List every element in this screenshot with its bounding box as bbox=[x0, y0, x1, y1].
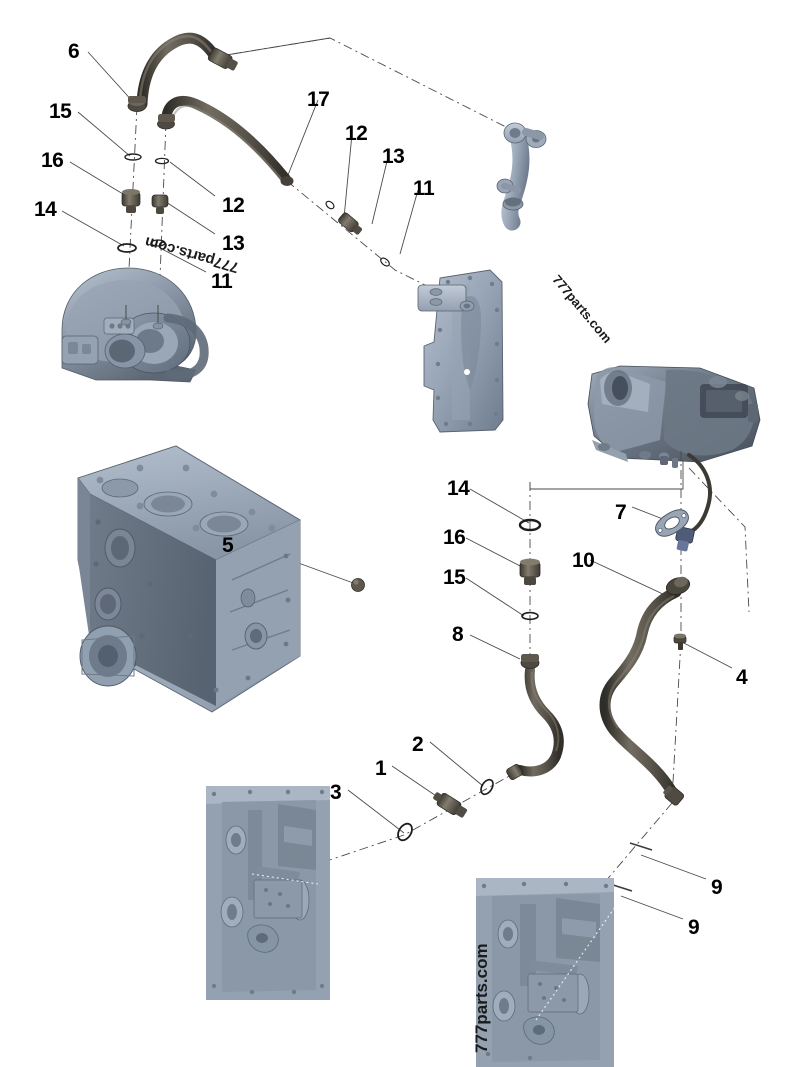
seal-and-fitting-stack-lower-left bbox=[397, 778, 494, 842]
callout-number-6: 6 bbox=[68, 40, 80, 63]
callout-number-9b: 9 bbox=[688, 916, 700, 939]
turbocharger-right-assembly bbox=[587, 365, 761, 552]
callout-number-15a: 15 bbox=[49, 100, 72, 123]
turbo-drain-gasket-7 bbox=[655, 509, 689, 537]
callout-number-14b: 14 bbox=[447, 477, 470, 500]
seal-and-fitting-stack-left bbox=[117, 153, 170, 253]
bolt-part-4 bbox=[673, 633, 687, 650]
callout-number-12b: 12 bbox=[222, 194, 245, 217]
callout-number-11b: 11 bbox=[211, 270, 233, 293]
bracket-lines bbox=[213, 37, 684, 490]
block-detail-lower-left bbox=[206, 786, 330, 1000]
callout-number-12a: 12 bbox=[345, 122, 368, 145]
turbocharger-left-assembly bbox=[61, 267, 209, 383]
callout-number-2: 2 bbox=[412, 733, 424, 756]
callout-number-13b: 13 bbox=[222, 232, 245, 255]
oil-return-hose-17 bbox=[157, 95, 294, 186]
oil-cooler-bracket-assembly bbox=[417, 269, 504, 433]
callout-number-15b: 15 bbox=[443, 566, 466, 589]
cylinder-block-assembly bbox=[77, 445, 301, 713]
plug-ball-part-5 bbox=[351, 578, 365, 592]
callout-number-11a: 11 bbox=[413, 177, 435, 200]
callout-number-16b: 16 bbox=[443, 526, 466, 549]
seal-and-fitting-stack-upper-right bbox=[325, 200, 390, 267]
callout-number-1: 1 bbox=[375, 757, 387, 780]
watermark-text: 777parts.com bbox=[472, 943, 491, 1053]
oil-supply-hose-6 bbox=[127, 32, 238, 112]
hose-clamp-part-9 bbox=[609, 842, 653, 892]
callout-number-7: 7 bbox=[615, 501, 627, 524]
seal-and-fitting-stack-center bbox=[518, 518, 542, 621]
callout-number-8: 8 bbox=[452, 623, 464, 646]
oil-return-elbow-part bbox=[496, 122, 547, 231]
block-detail-lower-right bbox=[476, 878, 621, 1067]
callout-number-10: 10 bbox=[572, 549, 595, 572]
callout-number-4: 4 bbox=[736, 666, 748, 689]
callout-number-17: 17 bbox=[307, 88, 330, 111]
oil-supply-line-8 bbox=[506, 654, 564, 780]
callout-number-16a: 16 bbox=[41, 149, 64, 172]
callout-number-5: 5 bbox=[222, 534, 234, 557]
callout-number-14a: 14 bbox=[34, 198, 57, 221]
callout-number-3: 3 bbox=[330, 781, 342, 804]
oil-drain-tube-10 bbox=[599, 576, 691, 806]
callout-number-9a: 9 bbox=[711, 876, 723, 899]
callout-number-13a: 13 bbox=[382, 145, 405, 168]
